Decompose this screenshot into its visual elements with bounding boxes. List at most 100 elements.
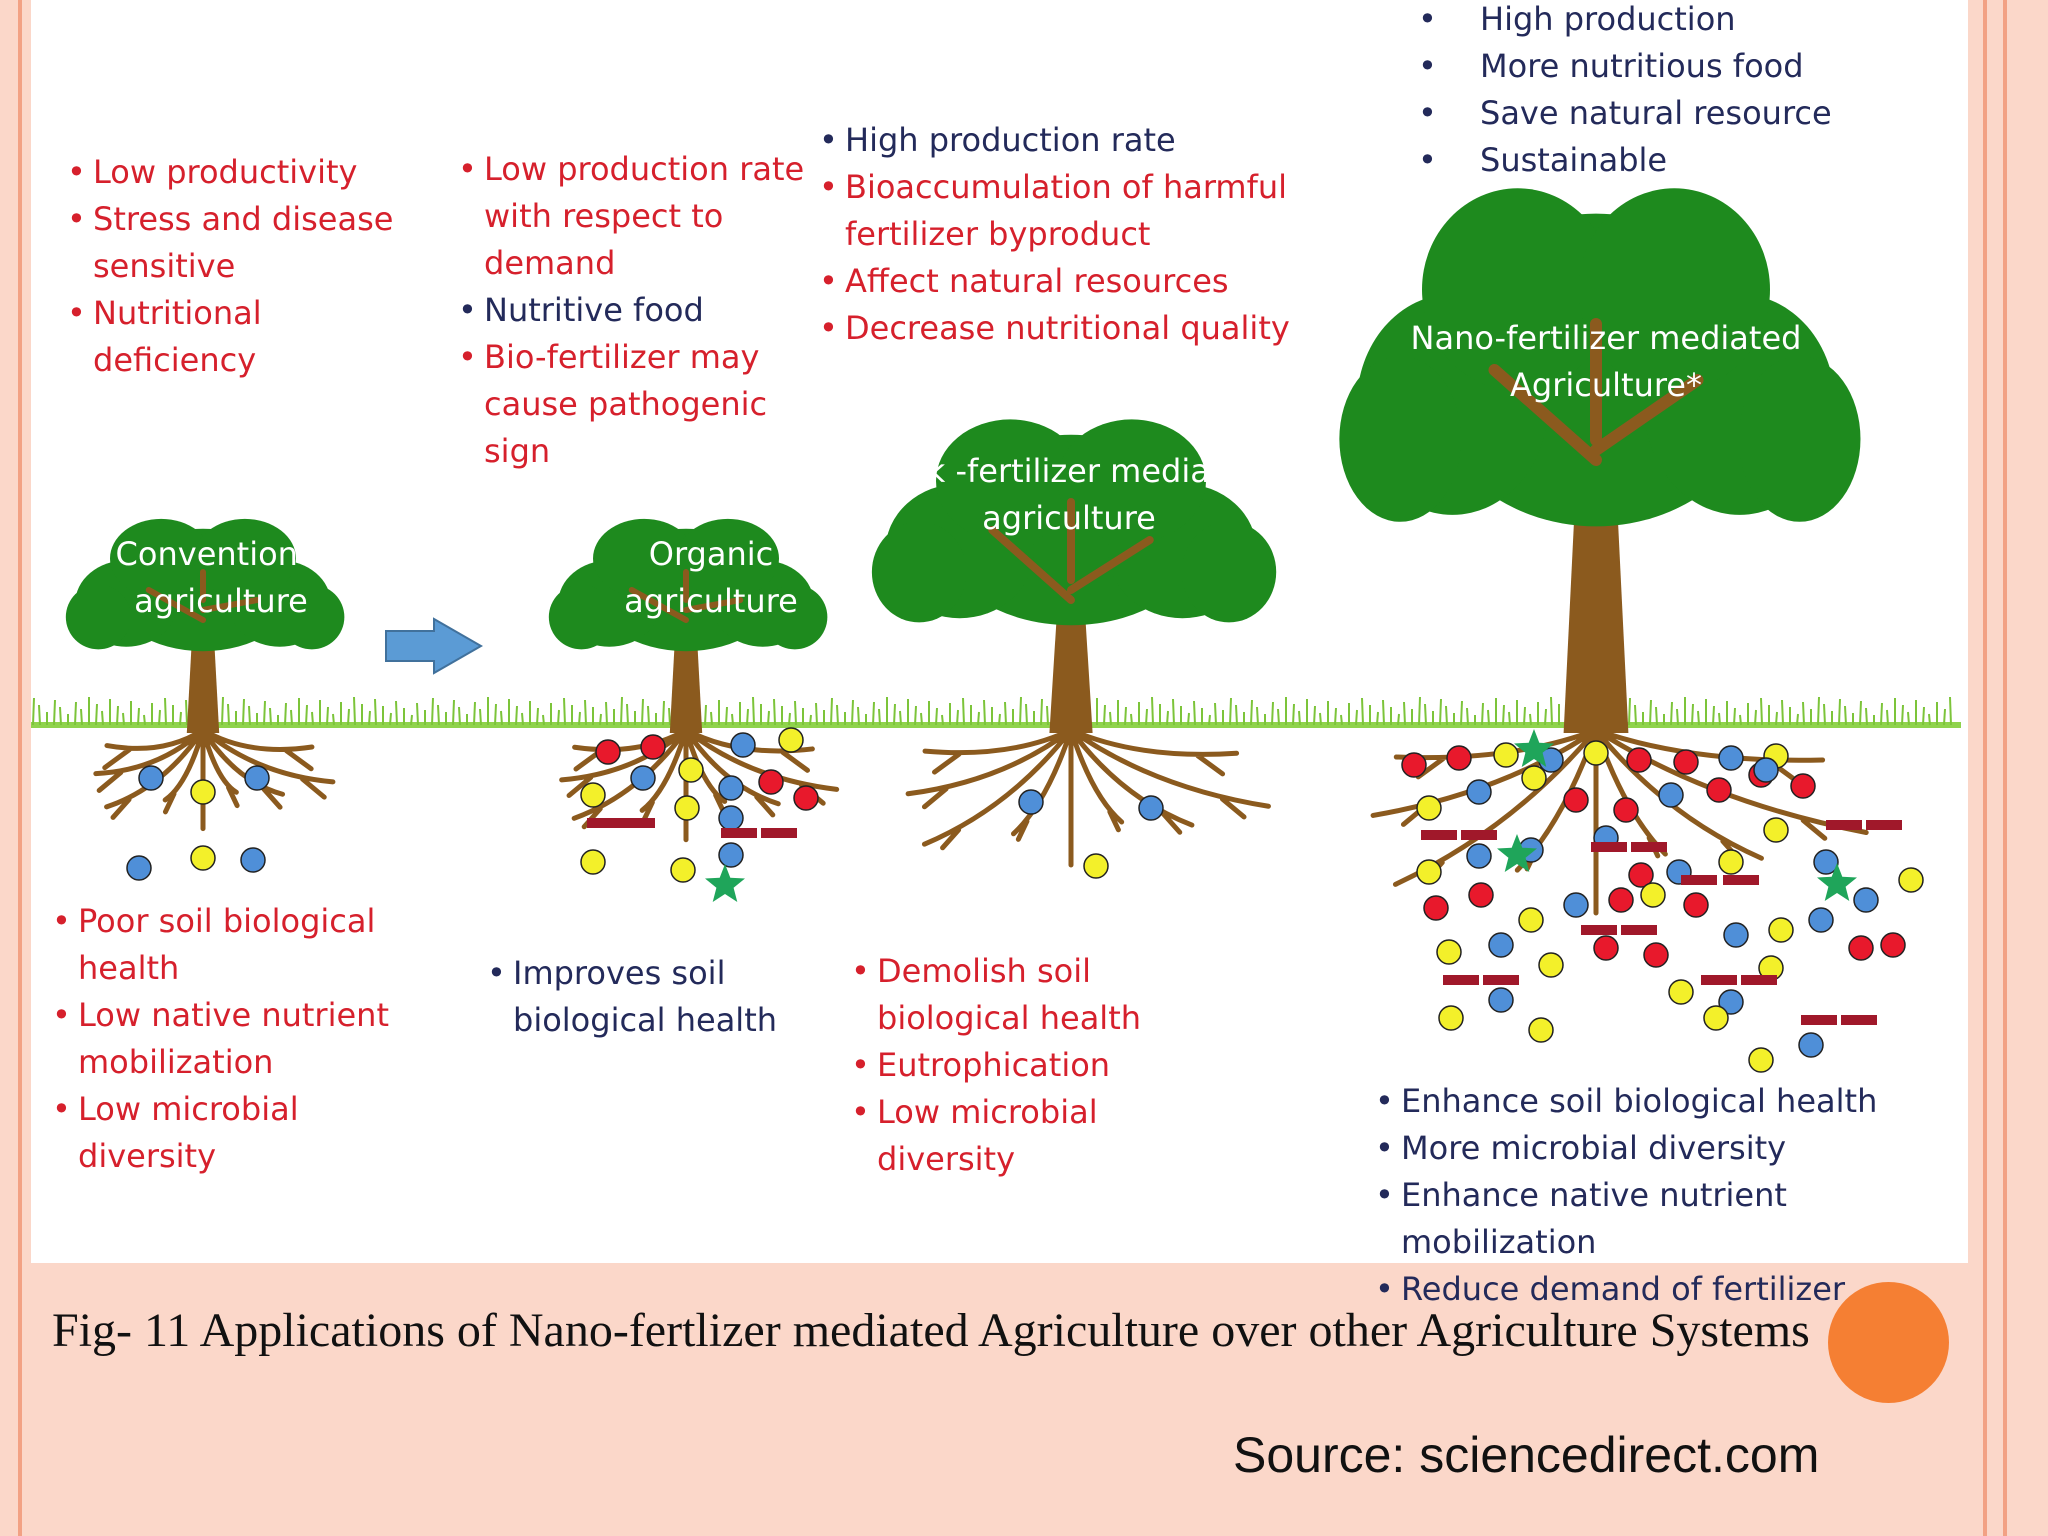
soil-particle <box>1436 939 1462 965</box>
soil-particle <box>1423 895 1449 921</box>
bulk-above-list: High production rate Bioaccumulation of … <box>819 117 1309 352</box>
microbe-star <box>1817 863 1857 901</box>
soil-particle <box>1613 797 1639 823</box>
soil-particle <box>1563 892 1589 918</box>
branches-bulk <box>988 498 1154 604</box>
soil-particle <box>1768 917 1794 943</box>
bulk-below-item-3: Low microbial diversity <box>851 1089 1241 1183</box>
soil-particle <box>778 727 804 753</box>
soil-particle <box>126 855 152 881</box>
organic-above-item-3: Bio-fertilizer may cause pathogenic sign <box>458 334 828 475</box>
soil-particle <box>1438 1005 1464 1031</box>
bulk-above-item-2: Bioaccumulation of harmful fertilizer by… <box>819 164 1309 258</box>
tree-organic <box>548 518 840 843</box>
fertilizer-bar <box>1801 1015 1837 1025</box>
soil-particle <box>1583 740 1609 766</box>
soil-particle <box>1673 749 1699 775</box>
left-frame-line <box>18 0 22 1536</box>
soil-particle <box>1643 942 1669 968</box>
branches-nano <box>1488 318 1704 466</box>
soil-particle <box>718 775 744 801</box>
canopy-lobe <box>593 518 696 599</box>
bulk-above-item-3: Affect natural resources <box>819 258 1309 305</box>
soil-particle <box>1446 745 1472 771</box>
soil-particle <box>240 847 266 873</box>
soil-particle <box>678 757 704 783</box>
soil-particle <box>793 785 819 811</box>
soil-particle <box>1138 795 1164 821</box>
nano-below-item-3: Enhance native nutrient mobilization <box>1375 1172 1975 1266</box>
soil-particle <box>1466 779 1492 805</box>
stage-title-organic: Organic agriculture <box>624 535 798 620</box>
soil-particle <box>1798 1032 1824 1058</box>
bulk-below-list: Demolish soil biological health Eutrophi… <box>851 948 1241 1183</box>
soil-particle <box>1706 777 1732 803</box>
stage-title-nano: Nano-fertilizer mediated Agriculture* <box>1410 319 1802 404</box>
tree-conventional <box>65 518 345 832</box>
canopy-lobe <box>1578 188 1771 391</box>
soil-particle <box>244 765 270 791</box>
fertilizer-bar <box>1421 830 1457 840</box>
soil-particle <box>1763 817 1789 843</box>
canopy-lobe <box>279 584 345 650</box>
canopy-lobe <box>548 584 614 650</box>
soil-particle <box>1518 907 1544 933</box>
source-credit: Source: sciencedirect.com <box>1233 1427 1820 1483</box>
microbe-star <box>1514 729 1554 767</box>
bulk-above-item-4: Decrease nutritional quality <box>819 305 1309 352</box>
soil-particle <box>1488 987 1514 1013</box>
bulk-below-item-1: Demolish soil biological health <box>851 948 1241 1042</box>
conventional-below-list: Poor soil biological health Low native n… <box>52 898 442 1180</box>
nano-below-item-2: More microbial diversity <box>1375 1125 1975 1172</box>
soil-particle <box>1748 1047 1774 1073</box>
soil-particle <box>1416 859 1442 885</box>
fertilizer-bar <box>1581 925 1617 935</box>
soil-particle <box>674 795 700 821</box>
soil-particle <box>640 734 666 760</box>
soil-particle <box>1018 789 1044 815</box>
soil-particle <box>1848 935 1874 961</box>
fertilizer-bar <box>1866 820 1902 830</box>
soil-particle <box>1083 853 1109 879</box>
canopy-lobe <box>1738 356 1861 522</box>
figure-caption: Fig- 11 Applications of Nano-fertlizer m… <box>52 1304 1810 1357</box>
soil-particle <box>1468 882 1494 908</box>
soil-particle <box>1718 849 1744 875</box>
nano-below-item-1: Enhance soil biological health <box>1375 1078 1975 1125</box>
fertilizer-bar <box>619 818 655 828</box>
organic-above-item-1: Low production rate with respect to dema… <box>458 146 828 287</box>
fertilizer-bar <box>1701 975 1737 985</box>
conventional-above-item-3: Nutritional deficiency <box>67 290 397 384</box>
fertilizer-bar <box>1681 875 1717 885</box>
conventional-below-item-2: Low native nutrient mobilization <box>52 992 442 1086</box>
tree-bulk <box>871 419 1277 868</box>
soil-particle <box>1628 862 1654 888</box>
soil-particle <box>630 765 656 791</box>
soil-particle <box>1528 1017 1554 1043</box>
soil-particle <box>1853 887 1879 913</box>
fertilizer-bar <box>1631 842 1667 852</box>
fertilizer-bar <box>1483 975 1519 985</box>
nano-above-item-3: Save natural resource <box>1418 90 1848 137</box>
soil-particle <box>670 857 696 883</box>
organic-below-list: Improves soil biological health <box>487 950 777 1044</box>
soil-particle <box>1416 795 1442 821</box>
fertilizer-bar <box>1741 975 1777 985</box>
soil-particle <box>1703 1005 1729 1031</box>
roots-bulk <box>905 727 1271 868</box>
nano-above-list: High production More nutritious food Sav… <box>1418 0 1848 184</box>
tree-nano <box>1339 188 1869 916</box>
soil-particle <box>138 765 164 791</box>
figure-panel: Conventional agriculture Low productivit… <box>31 0 1968 1313</box>
soil-particle <box>1493 742 1519 768</box>
soil-particle <box>1813 849 1839 875</box>
nano-below-list: Enhance soil biological health More micr… <box>1375 1078 1975 1313</box>
soil-particle <box>190 845 216 871</box>
canopy-lobe <box>1181 521 1277 623</box>
fertilizer-bar <box>1443 975 1479 985</box>
nano-above-item-2: More nutritious food <box>1418 43 1848 90</box>
canopy-lobe <box>936 419 1085 543</box>
soil-particle <box>758 769 784 795</box>
branches-organic <box>628 569 744 623</box>
conventional-above-item-1: Low productivity <box>67 149 397 196</box>
